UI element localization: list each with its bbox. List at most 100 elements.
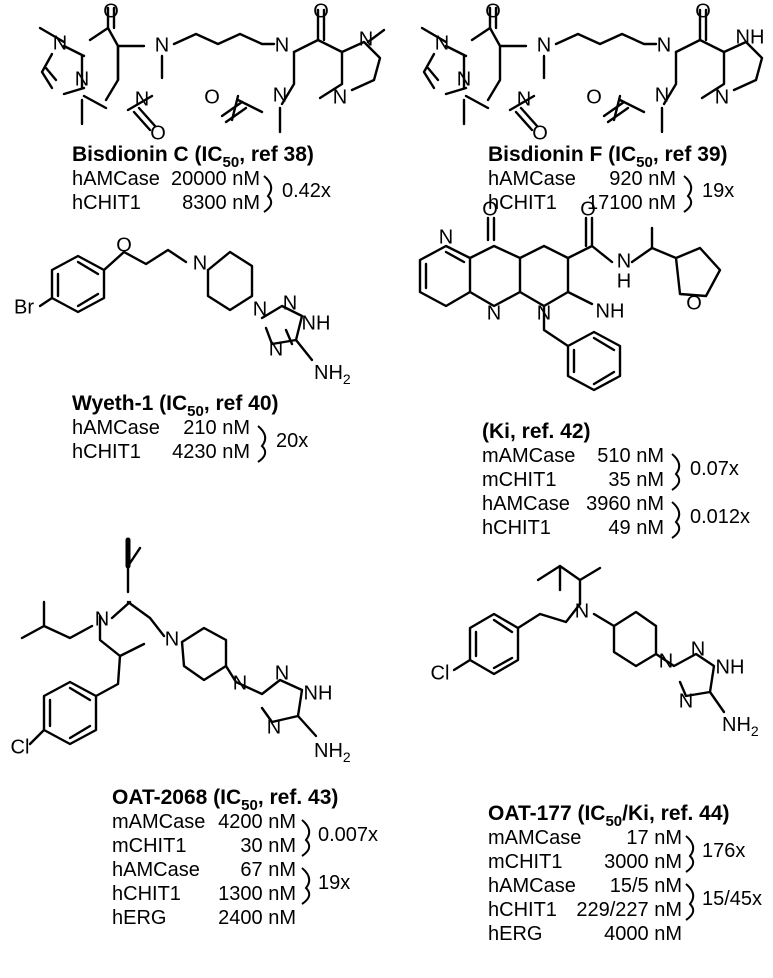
compound-title: OAT-2068 (IC50, ref. 43) <box>112 786 338 814</box>
target-label: hCHIT1 <box>112 883 181 905</box>
target-value: 4200 nM <box>218 811 296 833</box>
target-label: mCHIT1 <box>488 851 562 873</box>
selectivity-ratio: 0.007x <box>318 824 378 846</box>
atom-h: H <box>617 270 631 292</box>
target-value: 3960 nM <box>586 493 664 515</box>
compound-title: Bisdionin C (IC50, ref 38) <box>72 143 314 171</box>
atom-n: N <box>333 86 347 108</box>
target-value: 4230 nM <box>172 441 250 463</box>
atom-n: N <box>517 88 531 110</box>
target-value: 4000 nM <box>604 923 682 945</box>
structure-bisdionin-f: N N N N O O N N O O NH N <box>420 0 764 144</box>
atom-n: N <box>617 250 631 272</box>
selectivity-ratio: 0.42x <box>282 180 331 202</box>
atom-n: N <box>439 226 453 248</box>
target-label: hAMCase <box>72 417 160 439</box>
target-value: 3000 nM <box>604 851 682 873</box>
target-value: 229/227 nM <box>576 899 682 921</box>
caption-ki-ref-42: (Ki, ref. 42) mAMCase 510 nM mCHIT1 35 n… <box>482 420 750 539</box>
selectivity-ratio: 176x <box>702 840 745 862</box>
target-label: hCHIT1 <box>488 192 557 214</box>
target-label: hCHIT1 <box>72 192 141 214</box>
caption-bisdionin-c: Bisdionin C (IC50, ref 38) hAMCase 20000… <box>72 143 331 214</box>
atom-n: N <box>193 252 207 274</box>
ratio-arrow <box>301 867 311 905</box>
ratio-arrow <box>683 175 693 213</box>
structure-oat-2068: N N N N NH N Cl NH2 <box>11 537 351 765</box>
atom-n: N <box>269 338 283 360</box>
atom-nh: NH <box>302 312 331 334</box>
atom-nh2: NH2 <box>314 362 351 386</box>
atom-n: N <box>233 672 247 694</box>
target-label: mAMCase <box>488 827 581 849</box>
atom-n: N <box>655 84 669 106</box>
atom-o: O <box>686 292 702 314</box>
atom-n: N <box>135 88 149 110</box>
atom-nh: NH <box>716 656 745 678</box>
target-label: hAMCase <box>488 875 576 897</box>
atom-n: N <box>457 68 471 90</box>
atom-nh2: NH2 <box>722 714 759 738</box>
selectivity-ratio: 0.012x <box>690 506 750 528</box>
target-value: 210 nM <box>183 417 250 439</box>
target-label: hERG <box>488 923 542 945</box>
atom-n: N <box>659 650 673 672</box>
atom-n: N <box>53 32 67 54</box>
compound-title: Bisdionin F (IC50, ref 39) <box>488 143 728 171</box>
atom-br: Br <box>14 296 34 318</box>
selectivity-ratio: 19x <box>318 872 350 894</box>
target-value: 17100 nM <box>587 192 676 214</box>
target-label: mAMCase <box>112 811 205 833</box>
ratio-arrow <box>301 819 311 857</box>
atom-nh2: NH2 <box>314 740 351 764</box>
atom-o: O <box>586 86 602 108</box>
target-value: 8300 nM <box>182 192 260 214</box>
compound-title: OAT-177 (IC50/Ki, ref. 44) <box>488 802 730 830</box>
target-label: hCHIT1 <box>482 517 551 539</box>
atom-n: N <box>679 690 693 712</box>
target-value: 15/5 nM <box>610 875 682 897</box>
target-value: 920 nM <box>609 168 676 190</box>
ratio-arrow <box>685 835 695 873</box>
caption-bisdionin-f: Bisdionin F (IC50, ref 39) hAMCase 920 n… <box>488 143 734 214</box>
target-value: 1300 nM <box>218 883 296 905</box>
selectivity-ratio: 15/45x <box>702 888 762 910</box>
selectivity-ratio: 0.07x <box>690 458 739 480</box>
target-value: 30 nM <box>240 835 296 857</box>
atom-o: O <box>313 0 329 22</box>
target-value: 67 nM <box>240 859 296 881</box>
compound-title: (Ki, ref. 42) <box>482 420 591 443</box>
atom-n: N <box>155 34 169 56</box>
atom-o: O <box>482 198 498 220</box>
selectivity-ratio: 19x <box>702 180 734 202</box>
atom-cl: Cl <box>431 662 450 684</box>
structure-bisdionin-c: N N N N O O N N O O N N <box>38 0 386 144</box>
atom-n: N <box>75 68 89 90</box>
caption-wyeth-1: Wyeth-1 (IC50, ref 40) hAMCase 210 nM hC… <box>72 392 308 463</box>
atom-n: N <box>435 32 449 54</box>
atom-n: N <box>359 28 373 50</box>
target-label: mAMCase <box>482 445 575 467</box>
target-label: hCHIT1 <box>488 899 557 921</box>
target-value: 17 nM <box>626 827 682 849</box>
target-value: 35 nM <box>608 469 664 491</box>
atom-n: N <box>165 628 179 650</box>
atom-o: O <box>150 122 166 144</box>
atom-n: N <box>275 662 289 684</box>
atom-n: N <box>691 638 705 660</box>
caption-oat-2068: OAT-2068 (IC50, ref. 43) mAMCase 4200 nM… <box>112 786 378 929</box>
atom-nh: NH <box>304 682 333 704</box>
atom-n: N <box>273 84 287 106</box>
atom-n: N <box>537 302 551 324</box>
ratio-arrow <box>671 501 681 539</box>
atom-n: N <box>537 34 551 56</box>
target-label: hCHIT1 <box>72 441 141 463</box>
atom-n: N <box>253 298 267 320</box>
caption-oat-177: OAT-177 (IC50/Ki, ref. 44) mAMCase 17 nM… <box>488 802 762 945</box>
atom-o: O <box>204 86 220 108</box>
atom-n: N <box>95 608 109 630</box>
target-value: 2400 nM <box>218 907 296 929</box>
target-label: hAMCase <box>488 168 576 190</box>
atom-n: N <box>487 302 501 324</box>
